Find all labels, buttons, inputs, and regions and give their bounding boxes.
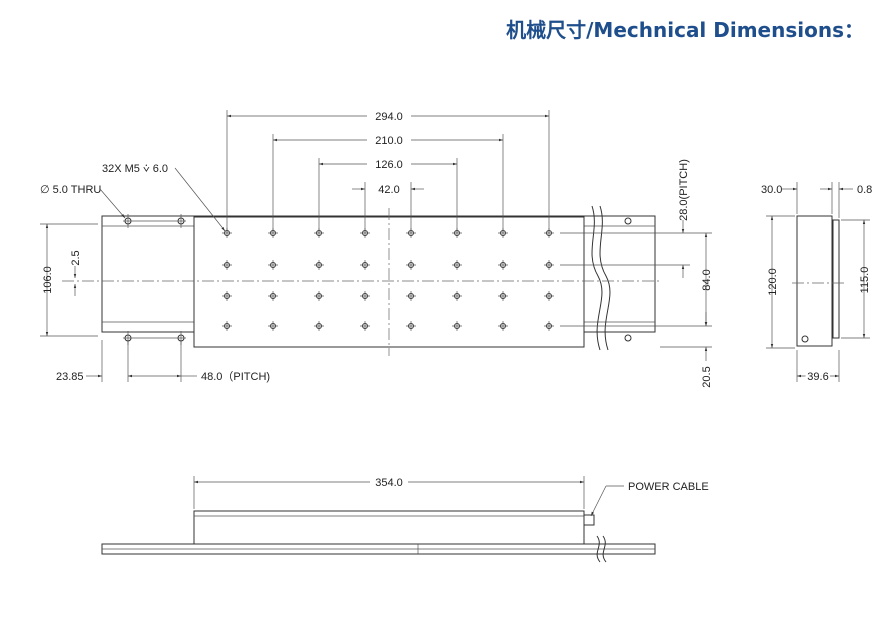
- hole-row: [222, 291, 554, 301]
- hole-row: [222, 260, 554, 270]
- dim-106: 106.0: [42, 266, 54, 294]
- dim-2-5: 2.5: [70, 250, 82, 265]
- dim-23-85: 23.85: [56, 371, 84, 383]
- dim-84: 84.0: [701, 269, 713, 290]
- dim-354: 354.0: [375, 477, 403, 489]
- dim-30: 30.0: [761, 184, 782, 196]
- dim-115: 115.0: [859, 267, 871, 294]
- dim-39-6: 39.6: [807, 371, 828, 383]
- top-view: 294.0 210.0 126.0 42.0 32X M5 ⩒ 6.0 ∅ 5.…: [40, 110, 713, 388]
- dim-48-pitch: 48.0（PITCH): [201, 370, 270, 383]
- cable-stub: [583, 514, 595, 526]
- dim-28-pitch: 28.0(PITCH): [678, 159, 690, 221]
- side-body: [796, 215, 833, 347]
- hole-row: [222, 321, 554, 331]
- thru-note: ∅ 5.0 THRU: [40, 184, 101, 196]
- holes-note: 32X M5 ⩒ 6.0: [102, 163, 168, 175]
- dim-42: 42.0: [378, 184, 399, 196]
- dim-20-5: 20.5: [701, 366, 713, 387]
- dim-210: 210.0: [375, 135, 403, 147]
- dim-0-8: 0.8: [857, 184, 872, 196]
- front-body: [193, 510, 585, 545]
- side-plate: [832, 219, 840, 339]
- side-view: 30.0 0.8 120.0 115.0 39.6: [761, 182, 872, 385]
- page-title: 机械尺寸/Mechnical Dimensions：: [506, 18, 864, 42]
- dim-294: 294.0: [375, 111, 403, 123]
- dim-126: 126.0: [375, 159, 403, 171]
- power-cable-label: POWER CABLE: [628, 481, 709, 493]
- dim-120: 120.0: [767, 268, 779, 296]
- front-view: 354.0 POWER CABLE: [101, 476, 709, 563]
